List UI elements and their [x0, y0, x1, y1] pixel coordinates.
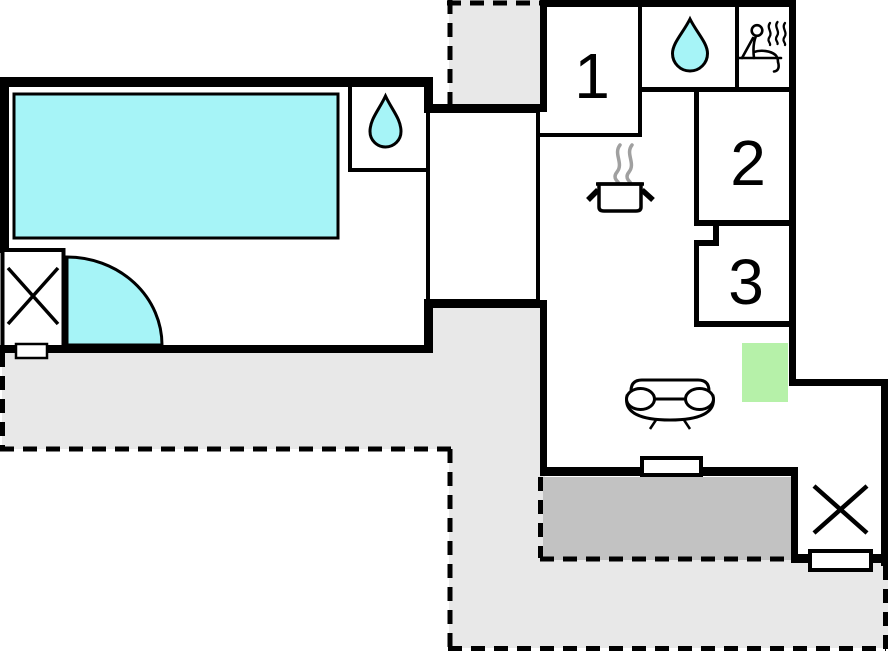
room-3-label: 3 [728, 246, 764, 318]
steam-line [613, 143, 622, 184]
sofa-armrest-left [625, 387, 656, 411]
sauna-person-body [740, 34, 780, 73]
sauna-person-head [750, 23, 764, 38]
green-area-marker [742, 343, 788, 402]
room-1-label: 1 [574, 40, 610, 112]
droplet-icon-bathroom [670, 15, 710, 73]
door-swing-arc [65, 255, 164, 347]
sauna-icon [737, 20, 787, 73]
room-2-label: 2 [730, 127, 766, 199]
window-x-icon-bottom-right [812, 484, 869, 535]
sofa-icon [625, 378, 715, 430]
droplet-icon-pool-bathroom [368, 92, 403, 149]
window-x-box-left [0, 248, 66, 349]
window-sill-left [14, 342, 49, 360]
window-x-icon [6, 266, 60, 326]
terrace-dark-area [543, 477, 793, 560]
sauna-steam-lines [767, 20, 787, 47]
cooking-pot-handles [586, 187, 655, 203]
sofa-legs [648, 419, 692, 430]
sofa-armrest-right [684, 387, 715, 411]
steam-line [625, 143, 634, 184]
kitchen-icon [586, 143, 655, 213]
window-sill-living-room [640, 456, 703, 477]
window-sill-bottom-right [808, 549, 873, 572]
steam-icon [613, 143, 634, 184]
cooking-pot-icon [597, 182, 643, 213]
swimming-pool [12, 92, 340, 240]
